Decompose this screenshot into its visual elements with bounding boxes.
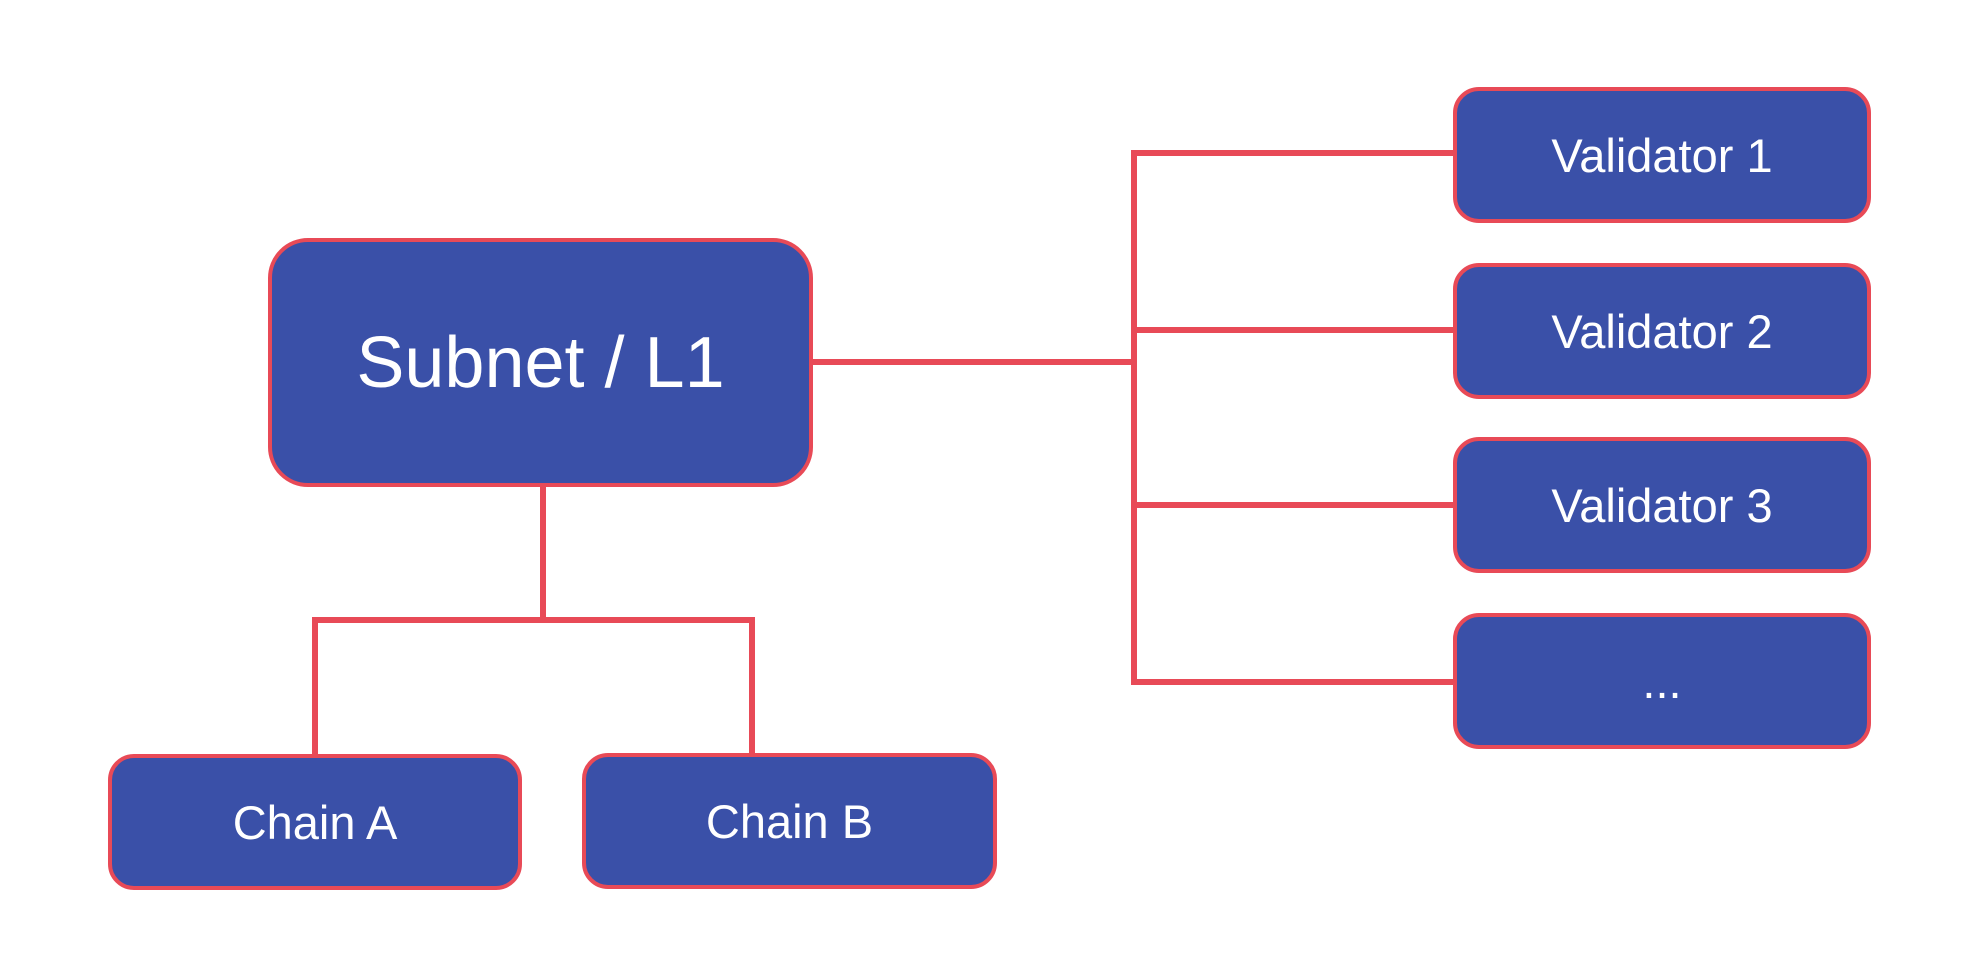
connector-validator-trunk: [1131, 150, 1137, 685]
node-validator-more: ...: [1453, 613, 1871, 749]
connector-branch-validator-1: [1131, 150, 1453, 156]
node-validator-3-label: Validator 3: [1551, 478, 1773, 532]
node-validator-2: Validator 2: [1453, 263, 1871, 399]
connector-subnet-stem: [540, 485, 546, 623]
connector-drop-chain-a: [312, 617, 318, 757]
node-subnet-l1: Subnet / L1: [268, 238, 813, 487]
node-validator-1-label: Validator 1: [1551, 128, 1773, 182]
connector-branch-validator-3: [1131, 502, 1453, 508]
connector-branch-validator-more: [1131, 679, 1453, 685]
node-chain-b: Chain B: [582, 753, 997, 889]
node-chain-a-label: Chain A: [232, 795, 398, 849]
connector-drop-chain-b: [749, 617, 755, 756]
node-subnet-l1-label: Subnet / L1: [356, 322, 725, 403]
connector-subnet-to-trunk: [813, 359, 1137, 365]
connector-chain-split: [312, 617, 755, 623]
node-validator-1: Validator 1: [1453, 87, 1871, 223]
connector-branch-validator-2: [1131, 327, 1453, 333]
node-validator-more-label: ...: [1642, 654, 1682, 708]
node-validator-2-label: Validator 2: [1551, 304, 1773, 358]
node-chain-a: Chain A: [108, 754, 522, 890]
node-validator-3: Validator 3: [1453, 437, 1871, 573]
node-chain-b-label: Chain B: [705, 794, 874, 848]
